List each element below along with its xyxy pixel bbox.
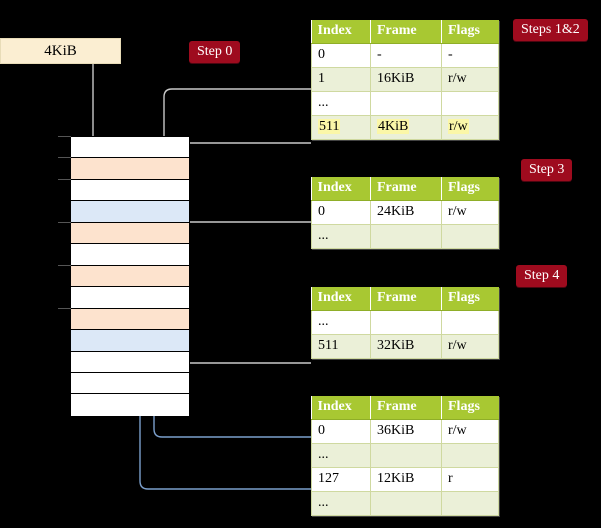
cell-index: ... [311,310,371,335]
memory-frame-row [71,308,189,331]
cell-frame [370,91,442,116]
cell-flags: r/w [441,200,499,225]
memory-frame-row [71,244,189,266]
cell-flags [441,91,499,116]
cell-frame [370,443,442,468]
highlighted-value: r/w [448,119,469,134]
memory-frame-row [71,330,189,352]
column-header-frame: Frame [370,20,442,44]
highlighted-value: 511 [318,119,341,134]
memory-scale-tick [58,221,71,223]
memory-frame-row [71,351,189,373]
step-badge-step-0: Step 0 [189,41,241,63]
cell-flags: r/w [441,67,499,92]
cell-flags [441,224,499,249]
cell-frame: 36KiB [370,419,442,444]
memory-frame-row [71,137,189,159]
memory-frame-row [71,372,189,395]
cell-frame [370,491,442,516]
column-header-index: Index [311,177,371,201]
cell-flags: - [441,43,499,68]
virtual-address-box: 4KiB [0,38,121,64]
step-badge-step-3: Step 3 [521,159,573,181]
cell-flags: r/w [441,419,499,444]
cell-frame [370,310,442,335]
memory-frame-row [71,158,189,180]
memory-frame-row [71,179,189,202]
column-header-frame: Frame [370,287,442,311]
table-row[interactable]: 511 4KiB r/w [311,115,499,140]
cell-index: ... [311,224,371,249]
memory-scale-tick [58,136,71,137]
memory-frame-row [71,394,189,416]
cell-index: 0 [311,200,371,225]
cell-frame [370,224,442,249]
table-row[interactable]: ... [311,91,499,116]
column-header-frame: Frame [370,396,442,420]
cell-flags: r/w [441,334,499,359]
cell-index: 0 [311,419,371,444]
cell-flags [441,443,499,468]
step-badge-steps-1-and-2: Steps 1&2 [513,19,588,41]
column-header-index: Index [311,287,371,311]
virtual-address-label: 4KiB [44,43,77,59]
cell-index: ... [311,491,371,516]
cell-frame: 4KiB [370,115,442,140]
memory-scale-tick [58,264,71,266]
cell-flags: r [441,467,499,492]
cell-flags [441,491,499,516]
table-row[interactable]: 0-- [311,43,499,68]
memory-frame-row [71,265,189,288]
cell-index: 511 [311,334,371,359]
column-header-flags: Flags [441,20,499,44]
cell-index: 1 [311,67,371,92]
physical-memory-column [70,136,190,416]
cell-index: ... [311,443,371,468]
memory-scale-tick [58,157,71,159]
cell-flags [441,310,499,335]
cell-frame: 24KiB [370,200,442,225]
table-row[interactable]: ... [311,224,499,249]
step-badge-step-4: Step 4 [516,265,568,287]
cell-frame: 32KiB [370,334,442,359]
cell-index: 127 [311,467,371,492]
column-header-index: Index [311,396,371,420]
memory-frame-row [71,201,189,223]
memory-scale-tick [58,307,71,309]
table-row[interactable]: ... [311,310,499,335]
cell-index: 0 [311,43,371,68]
column-header-flags: Flags [441,177,499,201]
column-header-flags: Flags [441,396,499,420]
column-header-index: Index [311,20,371,44]
cell-frame: 12KiB [370,467,442,492]
column-header-frame: Frame [370,177,442,201]
memory-frame-row [71,222,189,245]
cell-flags: r/w [441,115,499,140]
memory-scale-tick [58,178,71,180]
memory-frame-row [71,287,189,309]
cell-frame: 16KiB [370,67,442,92]
table-row[interactable]: ... [311,443,499,468]
highlighted-value: 4KiB [377,119,410,134]
table-row[interactable]: ... [311,491,499,516]
cell-frame: - [370,43,442,68]
cell-index: 511 [311,115,371,140]
cell-index: ... [311,91,371,116]
column-header-flags: Flags [441,287,499,311]
